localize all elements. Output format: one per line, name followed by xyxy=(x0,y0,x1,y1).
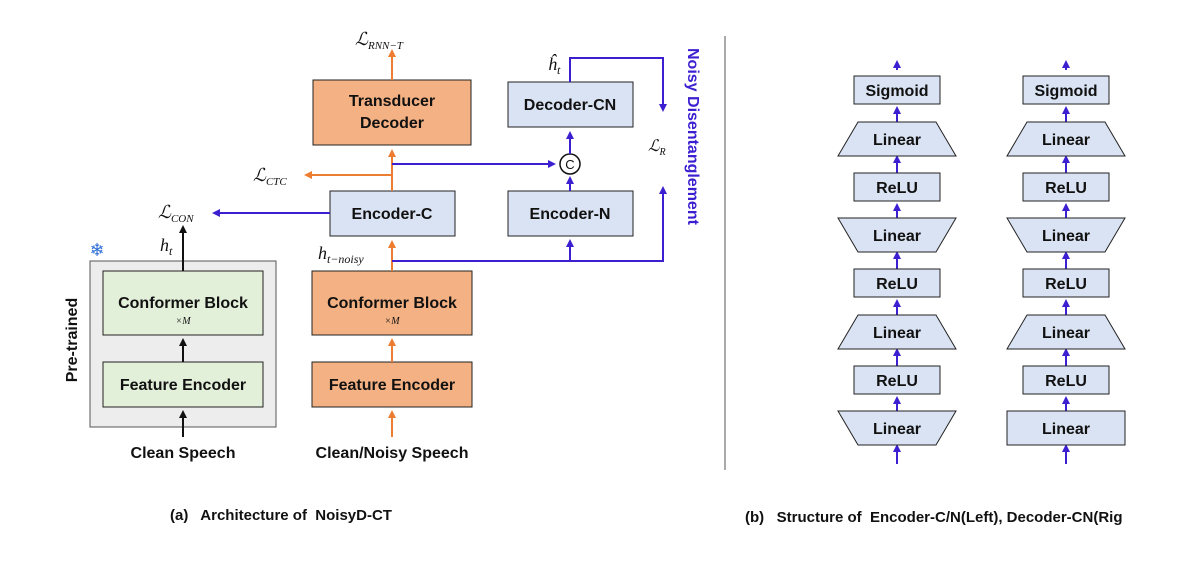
transducer-label-line2: Decoder xyxy=(360,115,424,132)
pretrained-label: Pre-trained xyxy=(64,298,81,382)
h-noisy-label: ht−noisy xyxy=(318,243,364,266)
frozen-conformer-repeat: ×M xyxy=(175,316,191,327)
sigmoid-layer-shape xyxy=(853,75,941,105)
panel-b: SigmoidLinearReLULinearReLULinearReLULin… xyxy=(745,60,1126,526)
sigmoid-layer-label: Sigmoid xyxy=(865,83,928,100)
noisy-disentanglement-label: Noisy Disentanglement xyxy=(684,48,701,226)
encoder-c-label: Encoder-C xyxy=(352,206,433,223)
input-clean-speech: Clean Speech xyxy=(131,445,236,462)
linear-layer-label: Linear xyxy=(873,325,921,342)
relu-layer-label: ReLU xyxy=(1045,276,1087,293)
relu-layer-label: ReLU xyxy=(876,180,918,197)
decoder-structure-column: SigmoidLinearReLULinearReLULinearReLULin… xyxy=(1006,60,1126,464)
train-feature-encoder xyxy=(311,361,473,408)
transducer-label-line1: Transducer xyxy=(349,93,435,110)
linear-layer-shape xyxy=(1006,121,1126,157)
linear-layer-shape xyxy=(837,121,957,157)
linear-layer-shape xyxy=(837,217,957,253)
snowflake-icon: ❄ xyxy=(89,240,104,261)
encoder-n-label: Encoder-N xyxy=(530,206,611,223)
linear-layer-label: Linear xyxy=(873,421,921,438)
relu-layer-label: ReLU xyxy=(876,373,918,390)
caption-a: (a) Architecture of NoisyD-CT xyxy=(170,507,392,524)
encoder-c-block xyxy=(329,190,456,237)
linear-layer-shape xyxy=(837,314,957,350)
train-conformer-block xyxy=(311,270,473,336)
loss-con-label: ℒCON xyxy=(158,202,194,225)
frozen-conformer-block xyxy=(102,270,264,336)
linear-layer-label: Linear xyxy=(873,132,921,149)
frozen-conformer-label: Conformer Block xyxy=(118,295,248,312)
relu-layer-shape xyxy=(853,268,941,298)
linear-layer-shape xyxy=(1006,314,1126,350)
linear-layer-label: Linear xyxy=(1042,421,1090,438)
concat-symbol: C xyxy=(565,157,574,172)
train-conformer-repeat: ×M xyxy=(384,316,400,327)
relu-layer-shape xyxy=(1022,172,1110,202)
train-conformer-label: Conformer Block xyxy=(327,295,457,312)
linear-layer-label: Linear xyxy=(1042,228,1090,245)
encoder-n-block xyxy=(507,190,634,237)
train-feature-encoder-label: Feature Encoder xyxy=(329,377,455,394)
sigmoid-layer-label: Sigmoid xyxy=(1034,83,1097,100)
frozen-feature-encoder-label: Feature Encoder xyxy=(120,377,246,394)
h-hat-label: ĥt xyxy=(548,53,561,77)
caption-b: (b) Structure of Encoder-C/N(Left), Deco… xyxy=(745,509,1123,526)
linear-layer-shape xyxy=(1006,410,1126,446)
loss-ctc-label: ℒCTC xyxy=(253,165,287,188)
linear-layer-shape xyxy=(837,410,957,446)
decoder-cn-block xyxy=(507,81,634,128)
sigmoid-layer-shape xyxy=(1022,75,1110,105)
encoder-structure-column: SigmoidLinearReLULinearReLULinearReLULin… xyxy=(837,60,957,464)
h-t-label: ht xyxy=(160,235,173,258)
loss-rnnt-label: ℒRNN−T xyxy=(355,29,404,52)
line-h-noisy-route xyxy=(392,186,667,262)
line-h-hat-route xyxy=(569,57,667,112)
linear-layer-shape xyxy=(1006,217,1126,253)
linear-layer-label: Linear xyxy=(1042,325,1090,342)
loss-r-label: ℒR xyxy=(648,138,666,158)
relu-layer-label: ReLU xyxy=(1045,180,1087,197)
linear-layer-label: Linear xyxy=(1042,132,1090,149)
relu-layer-label: ReLU xyxy=(876,276,918,293)
relu-layer-shape xyxy=(1022,365,1110,395)
transducer-decoder-block xyxy=(312,79,472,146)
relu-layer-shape xyxy=(1022,268,1110,298)
relu-layer-shape xyxy=(853,172,941,202)
decoder-cn-label: Decoder-CN xyxy=(524,97,616,114)
relu-layer-shape xyxy=(853,365,941,395)
relu-layer-label: ReLU xyxy=(1045,373,1087,390)
panel-a: Pre-trained ❄ Conformer Block ×M Feature… xyxy=(64,29,701,524)
linear-layer-label: Linear xyxy=(873,228,921,245)
input-clean-noisy-speech: Clean/Noisy Speech xyxy=(316,445,469,462)
